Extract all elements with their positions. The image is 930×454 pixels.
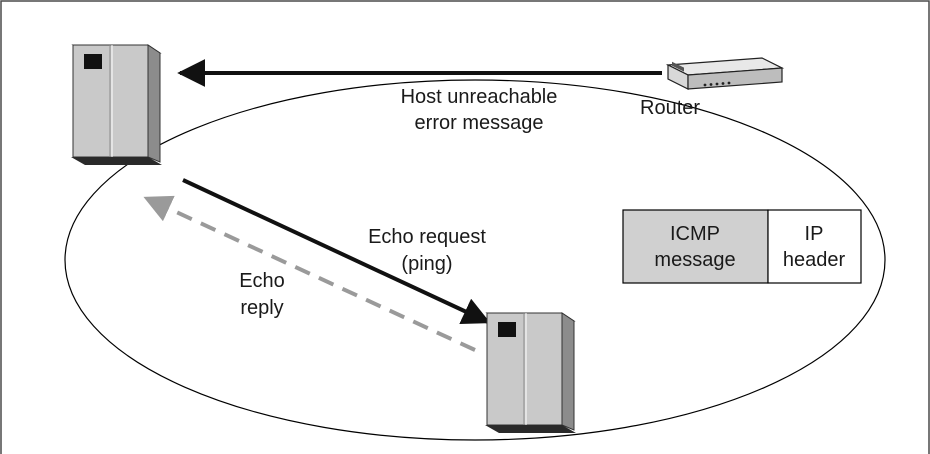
echo-request-label-line2: (ping) xyxy=(401,253,452,275)
echo-reply-label-line1: Echo xyxy=(239,270,285,292)
ip-label-line1: IP xyxy=(805,223,824,245)
packet-diagram: ICMP message IP header xyxy=(622,209,862,284)
router-label: Router xyxy=(640,97,700,119)
icmp-message-box xyxy=(622,209,769,284)
server-tower-icon xyxy=(485,312,576,433)
echo-reply-arrow xyxy=(143,195,476,352)
echo-reply-label-line2: reply xyxy=(240,297,283,319)
host-unreachable-label-line1: Host unreachable xyxy=(401,86,558,108)
ip-header-box xyxy=(767,209,862,284)
echo-request-label-line1: Echo request xyxy=(368,226,486,248)
server-tower-icon xyxy=(71,44,162,165)
network-ellipse xyxy=(64,79,886,441)
router-icon xyxy=(665,57,785,90)
icmp-label-line2: message xyxy=(654,249,735,271)
ip-label-line2: header xyxy=(783,249,846,271)
echo-request-arrow xyxy=(182,178,491,325)
host-unreachable-label-line2: error message xyxy=(415,112,544,134)
icmp-label-line1: ICMP xyxy=(670,223,720,245)
